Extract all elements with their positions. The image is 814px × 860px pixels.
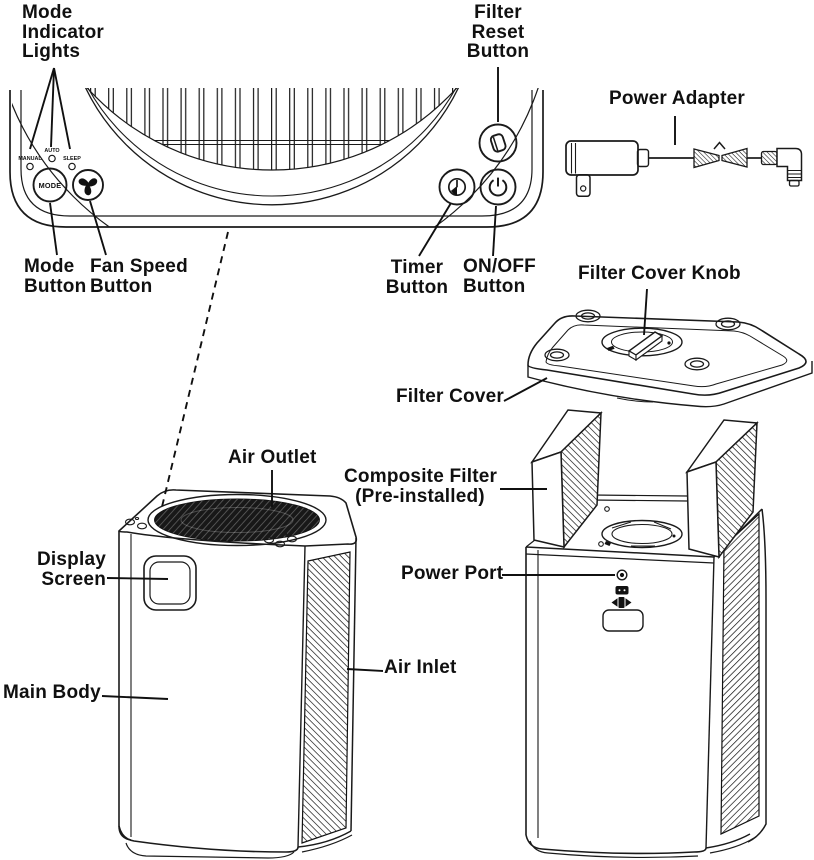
power-adapter-drawing [565,140,803,198]
composite-filter-left [530,409,603,550]
label-main-body: Main Body [3,683,101,703]
label-filter-reset-button: Filter Reset Button [453,3,543,62]
label-line: Mode [24,256,75,277]
label-line: Power Adapter [609,88,745,109]
label-mode-button: Mode Button [24,257,86,296]
clock-icon [447,177,467,197]
label-line: Screen [41,568,106,590]
fan-icon [78,178,98,196]
label-line: Composite Filter [344,466,498,487]
label-fan-speed-button: Fan Speed Button [90,257,188,296]
filter-cover-knob-drawing [607,331,671,362]
top-panel-buttons [124,516,298,548]
composite-filter-right [685,419,759,560]
power-icon [488,177,508,197]
filter-body-drawing [525,409,767,859]
label-filter-cover-knob: Filter Cover Knob [578,264,741,284]
label-line: Main Body [3,682,101,703]
label-composite-filter: Composite Filter (Pre-installed) [344,466,498,507]
filter-sheet-icon [489,133,507,153]
label-line: Fan Speed [90,256,188,277]
label-line: Button [90,275,153,297]
label-line: Timer [390,257,444,278]
label-air-inlet: Air Inlet [384,658,457,678]
label-line: Button [385,276,449,298]
label-line: Power Port [401,563,504,584]
indicator-label-sleep: SLEEP [63,156,81,162]
label-line: Air Outlet [228,447,317,468]
auto-indicator-light [48,154,56,163]
sleep-indicator-light [68,162,76,171]
label-mode-indicator-lights: Mode Indicator Lights [22,3,104,62]
label-on-off-button: ON/OFF Button [463,257,536,296]
label-line: (Pre-installed) [355,485,485,507]
air-inlet-drawing [301,551,351,844]
air-outlet-drawing [147,493,327,547]
label-air-outlet: Air Outlet [228,448,317,468]
power-port-drawing [602,569,644,632]
label-line: Lights [22,41,81,62]
timer-button-drawing [438,168,476,206]
label-line: Button [466,41,530,62]
mode-indicator-lights-drawing: MANUAL AUTO SLEEP [18,148,81,171]
label-line: Reset [471,21,525,43]
label-line: Button [24,275,87,297]
label-line: Display [37,549,106,570]
cable-knot [693,141,748,169]
indicator-label-manual: MANUAL [18,156,42,162]
label-line: Filter Cover [396,386,504,407]
label-line: Filter [474,2,522,23]
manual-indicator-light [26,162,34,171]
filter-cover-drawing [527,309,813,408]
display-screen-drawing [143,555,197,611]
label-line: Air Inlet [384,657,457,678]
label-line: Button [463,275,526,297]
filter-seat-ring [601,519,683,549]
filter-reset-button-drawing [478,123,518,163]
main-body-drawing [118,489,358,859]
label-line: ON/OFF [463,256,536,277]
indicator-label-auto: AUTO [44,148,59,154]
label-filter-cover: Filter Cover [396,387,504,407]
plug-symbol-icon [611,597,632,608]
label-line: Indicator [22,21,105,43]
mode-button-text: MODE [39,181,62,190]
filter-cover-feet [544,309,741,371]
air-inlet-side-drawing [720,512,760,835]
label-power-adapter: Power Adapter [577,89,777,109]
label-timer-button: Timer Button [384,258,450,297]
zoom-reference-dashed-line [160,231,229,512]
fan-speed-button-drawing [72,169,104,201]
leader-lines [29,67,676,700]
label-power-port: Power Port [401,564,503,584]
barrel-connector [760,147,803,187]
mode-button-drawing: MODE [32,167,68,203]
label-line: Filter Cover Knob [578,263,741,284]
on-off-button-drawing [479,168,517,206]
label-line: Mode [22,2,73,23]
label-display-screen: Display Screen [28,550,106,589]
plug-prong [575,174,591,198]
